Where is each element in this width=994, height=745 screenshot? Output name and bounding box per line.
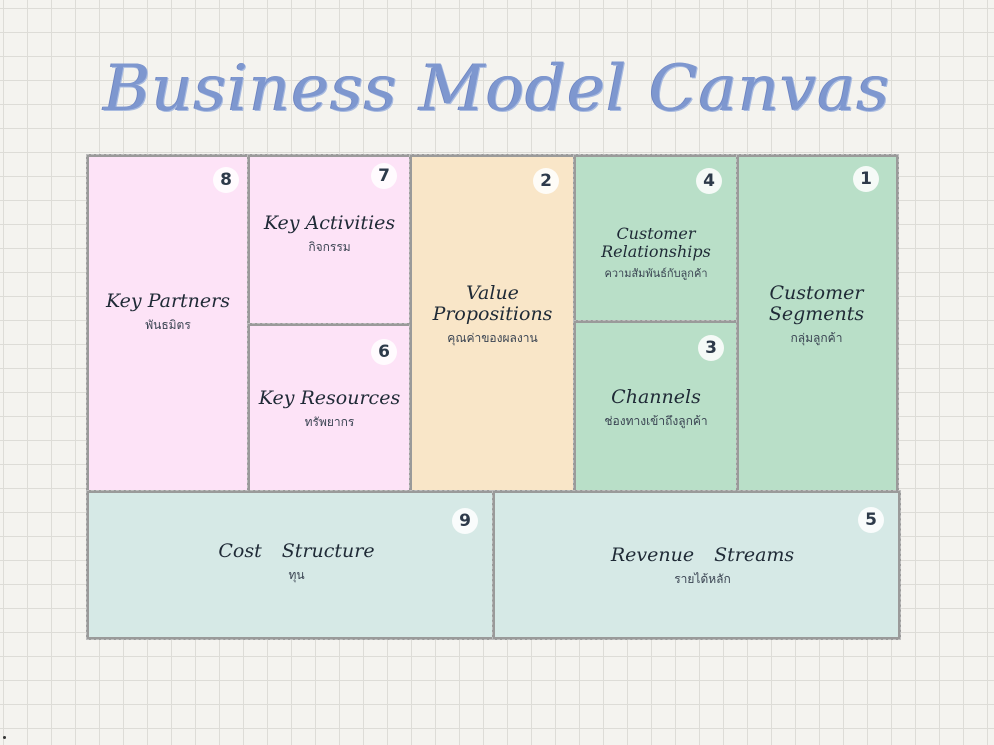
block-name: Customer Segments (768, 282, 865, 325)
block-label: Revenue Streams รายได้หลัก (595, 544, 810, 587)
block-name: Value Propositions (432, 282, 553, 325)
block-revenue-streams: 5 Revenue Streams รายได้หลัก (492, 490, 901, 640)
block-key-activities: 7 Key Activities กิจกรรม (247, 154, 412, 326)
block-name: Key Partners (106, 290, 230, 312)
block-customer-relationships: 4 Customer Relationships ความสัมพันธ์กับ… (573, 154, 739, 326)
canvas-title: Business Model Canvas (103, 52, 891, 126)
block-customer-segments: 1 Customer Segments กลุ่มลูกค้า (736, 154, 899, 493)
block-name: Revenue Streams (610, 544, 795, 566)
block-subtitle: ช่องทางเข้าถึงลูกค้า (604, 414, 708, 428)
block-subtitle: กลุ่มลูกค้า (790, 331, 843, 345)
block-label: Key Activities กิจกรรม (250, 212, 409, 255)
block-label: Customer Relationships ความสัมพันธ์กับลู… (580, 225, 732, 281)
block-value-propositions: 2 Value Propositions คุณค่าของผลงาน (409, 154, 576, 493)
number-badge: 4 (696, 168, 722, 194)
number-badge: 8 (213, 167, 239, 193)
block-name: Channels (611, 386, 701, 408)
block-label: Key Resources ทรัพยากร (250, 387, 409, 430)
number-badge: 6 (371, 339, 397, 365)
block-cost-structure: 9 Cost Structure ทุน (86, 490, 497, 640)
block-label: Customer Segments กลุ่มลูกค้า (745, 282, 888, 346)
block-channels: 3 Channels ช่องทางเข้าถึงลูกค้า (573, 320, 739, 493)
page-dot (3, 736, 6, 739)
number-badge: 2 (533, 168, 559, 194)
block-label: Cost Structure ทุน (189, 540, 404, 583)
number-badge: 9 (452, 508, 478, 534)
block-key-resources: 6 Key Resources ทรัพยากร (247, 323, 412, 493)
block-name: Customer Relationships (601, 224, 711, 261)
block-subtitle: พันธมิตร (145, 318, 191, 332)
block-name: Key Resources (258, 387, 401, 409)
number-badge: 1 (853, 166, 879, 192)
block-subtitle: ความสัมพันธ์กับลูกค้า (604, 267, 708, 280)
block-label: Key Partners พันธมิตร (89, 290, 247, 333)
block-key-partners: 8 Key Partners พันธมิตร (86, 154, 250, 493)
number-badge: 5 (858, 507, 884, 533)
block-label: Channels ช่องทางเข้าถึงลูกค้า (576, 386, 736, 429)
block-subtitle: กิจกรรม (308, 240, 351, 254)
block-name: Key Activities (263, 212, 396, 234)
block-subtitle: ทุน (288, 568, 305, 582)
block-subtitle: ทรัพยากร (304, 415, 355, 429)
block-name: Cost Structure (218, 540, 375, 562)
block-label: Value Propositions คุณค่าของผลงาน (418, 282, 567, 346)
block-subtitle: คุณค่าของผลงาน (447, 331, 538, 345)
number-badge: 3 (698, 335, 724, 361)
number-badge: 7 (371, 163, 397, 189)
block-subtitle: รายได้หลัก (674, 572, 731, 586)
